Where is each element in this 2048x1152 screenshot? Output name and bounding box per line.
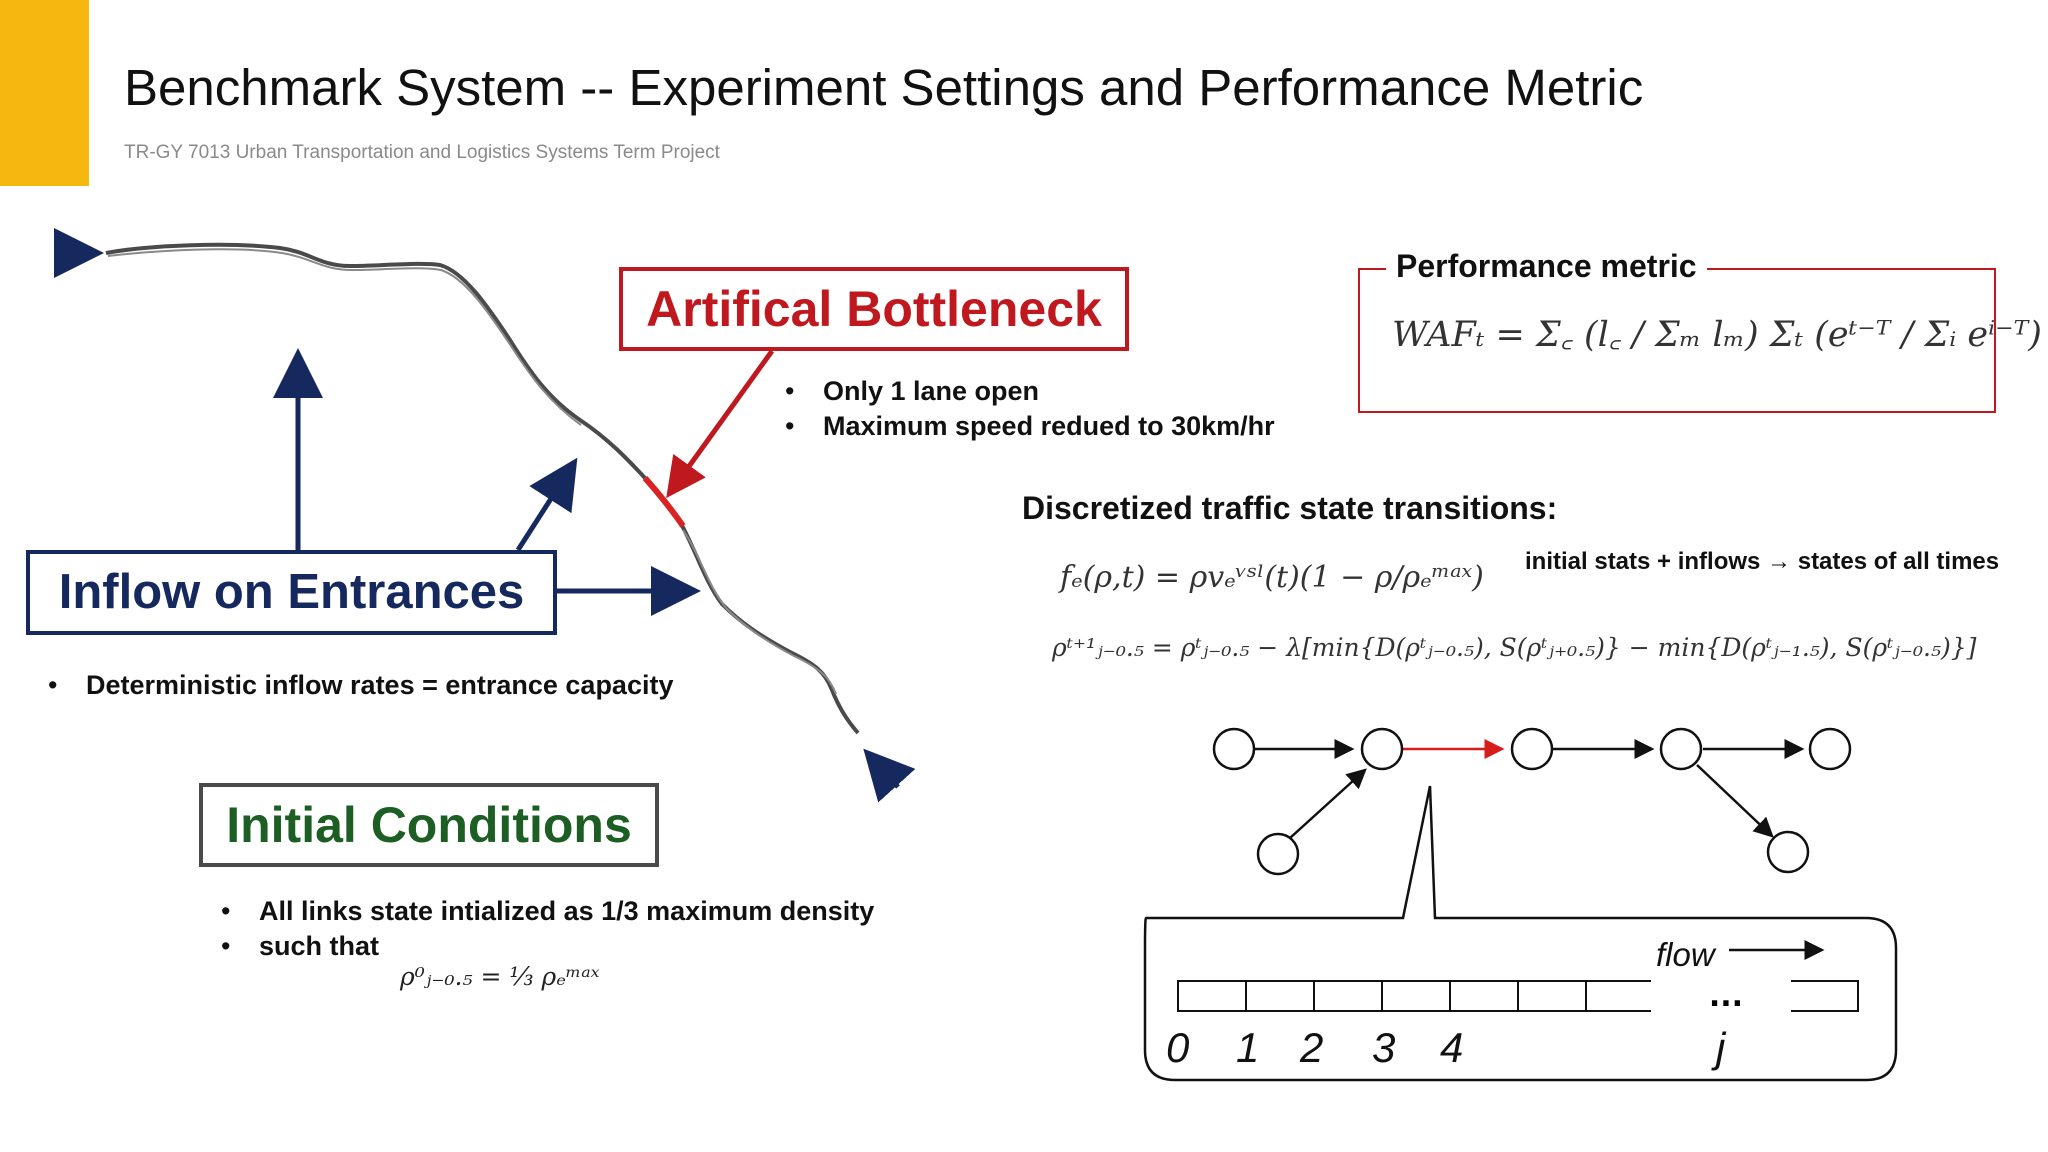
bottleneck-pointer-arrow <box>666 349 775 499</box>
cell-index: 2 <box>1300 1024 1324 1071</box>
arrow-up-left-icon <box>863 748 916 803</box>
flux-equation: fₑ(ρ,t) = ρvₑᵛˢˡ(t)(1 − ρ/ρₑᵐᵃˣ) <box>1058 560 1484 595</box>
bottleneck-label-box: Artifical Bottleneck <box>619 267 1129 351</box>
accent-bar <box>0 0 89 186</box>
slide-subtitle: TR-GY 7013 Urban Transportation and Logi… <box>124 142 720 163</box>
cell-ellipsis: ... <box>1709 979 1743 1014</box>
list-item: All links state intialized as 1/3 maximu… <box>221 894 874 929</box>
initial-conditions-label-box: Initial Conditions <box>199 783 659 867</box>
cell-index: 0 <box>1166 1024 1190 1071</box>
state-propagation-note: initial stats + inflows → states of all … <box>1525 548 2000 575</box>
ctm-update-equation: ρᵗ⁺¹ⱼ₋₀.₅ = ρᵗⱼ₋₀.₅ − λ[min{D(ρᵗⱼ₋₀.₅), … <box>1051 633 1977 662</box>
inflow-arrows <box>54 228 916 803</box>
inflow-label-box: Inflow on Entrances <box>26 550 557 635</box>
link-graph <box>1212 727 1852 876</box>
list-item: such that <box>221 929 874 964</box>
cell-callout <box>1143 785 1898 1082</box>
cell-index: j <box>1716 1024 1726 1071</box>
list-item: Only 1 lane open <box>785 374 1275 409</box>
inflow-bullets: Deterministic inflow rates = entrance ca… <box>48 668 673 703</box>
bottleneck-segment <box>642 476 686 528</box>
performance-formula: WAFₜ = Σ꜀ (l꜀ / Σₘ lₘ) Σₜ (eᵗ⁻ᵀ / Σᵢ eⁱ⁻… <box>1392 315 2048 355</box>
transitions-heading: Discretized traffic state transitions: <box>1022 490 1558 526</box>
list-item: Deterministic inflow rates = entrance ca… <box>48 668 673 703</box>
performance-metric-label: Performance metric <box>1386 248 1707 285</box>
cell-index: 4 <box>1440 1024 1464 1071</box>
cell-index: 3 <box>1372 1024 1396 1071</box>
list-item: Maximum speed redued to 30km/hr <box>785 409 1275 444</box>
initial-density-equation: ρ⁰ⱼ₋₀.₅ = ⅓ ρₑᵐᵃˣ <box>399 962 600 991</box>
performance-metric-frame <box>1358 268 1996 413</box>
arrow-up-right-icon <box>515 457 578 552</box>
flow-label: flow <box>1656 936 1715 973</box>
slide-title: Benchmark System -- Experiment Settings … <box>124 59 1644 116</box>
cell-index: 1 <box>1236 1024 1260 1071</box>
highway-route <box>105 242 860 735</box>
initial-conditions-bullets: All links state intialized as 1/3 maximu… <box>221 894 874 964</box>
bottleneck-bullets: Only 1 lane open Maximum speed redued to… <box>785 374 1275 444</box>
